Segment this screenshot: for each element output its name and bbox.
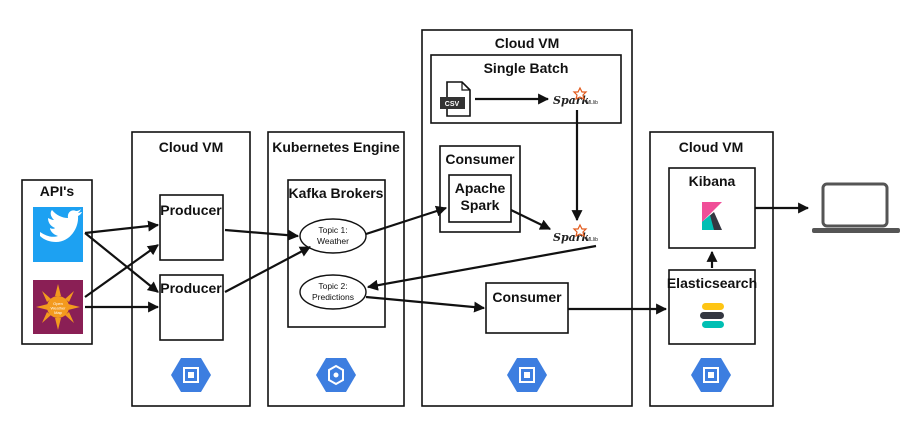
producer-2-label: Producer: [160, 280, 222, 296]
compute-engine-icon: [691, 358, 731, 392]
kubernetes-title: Kubernetes Engine: [272, 139, 400, 155]
topic2-line2: Predictions: [312, 292, 354, 302]
apache-spark-line1: Apache: [455, 180, 506, 196]
spark-stream-label: Spark: [553, 231, 590, 244]
topic-predictions-node: [299, 274, 367, 310]
compute-engine-icon: [171, 358, 211, 392]
consumer-spark-title: Consumer: [445, 151, 515, 167]
csv-file-icon: CSV: [440, 81, 471, 117]
elk-cloud-vm: Cloud VM Kibana Elasticsearch: [649, 131, 774, 407]
kubernetes-engine-icon: [316, 358, 356, 392]
twitter-bird-icon: [33, 207, 83, 262]
kubernetes-engine-panel: Kubernetes Engine Kafka Brokers Topic 1:…: [267, 131, 405, 407]
spark-mllib-batch-icon: Spark MLlib: [553, 86, 598, 107]
kafka-brokers-title: Kafka Brokers: [289, 185, 384, 201]
csv-label: CSV: [445, 101, 460, 108]
spark-batch-label: Spark: [553, 94, 590, 107]
mllib-batch-label: MLlib: [586, 100, 598, 106]
producer-box-2: [159, 274, 224, 341]
topic1-line1: Topic 1:: [318, 225, 347, 235]
compute-engine-icon: [507, 358, 547, 392]
elasticsearch-title: Elasticsearch: [667, 275, 757, 291]
apis-title: API's: [40, 183, 75, 199]
spark-mllib-stream-icon: Spark MLlib: [553, 223, 598, 244]
consumer-es-box: [485, 282, 569, 334]
elk-vm-title: Cloud VM: [679, 139, 744, 155]
mllib-stream-label: MLlib: [586, 237, 598, 243]
elasticsearch-logo-icon: [700, 303, 724, 328]
flow-arrows: [84, 93, 810, 315]
kibana-title: Kibana: [689, 173, 736, 189]
consumer-es-title: Consumer: [492, 289, 562, 305]
apache-spark-box: [448, 174, 512, 223]
topic-weather-node: [299, 218, 367, 254]
apache-spark-line2: Spark: [461, 197, 500, 213]
single-batch-title: Single Batch: [484, 60, 569, 76]
laptop-icon: [812, 182, 900, 233]
topic1-line2: Weather: [317, 236, 349, 246]
producer-vm-title: Cloud VM: [159, 139, 224, 155]
producer-cloud-vm: Cloud VM Producer Producer: [131, 131, 251, 407]
topic2-line1: Topic 2:: [318, 281, 347, 291]
spark-vm-title: Cloud VM: [495, 35, 560, 51]
producer-1-label: Producer: [160, 202, 222, 218]
kibana-logo-icon: [702, 202, 722, 230]
producer-box-1: [159, 194, 224, 261]
